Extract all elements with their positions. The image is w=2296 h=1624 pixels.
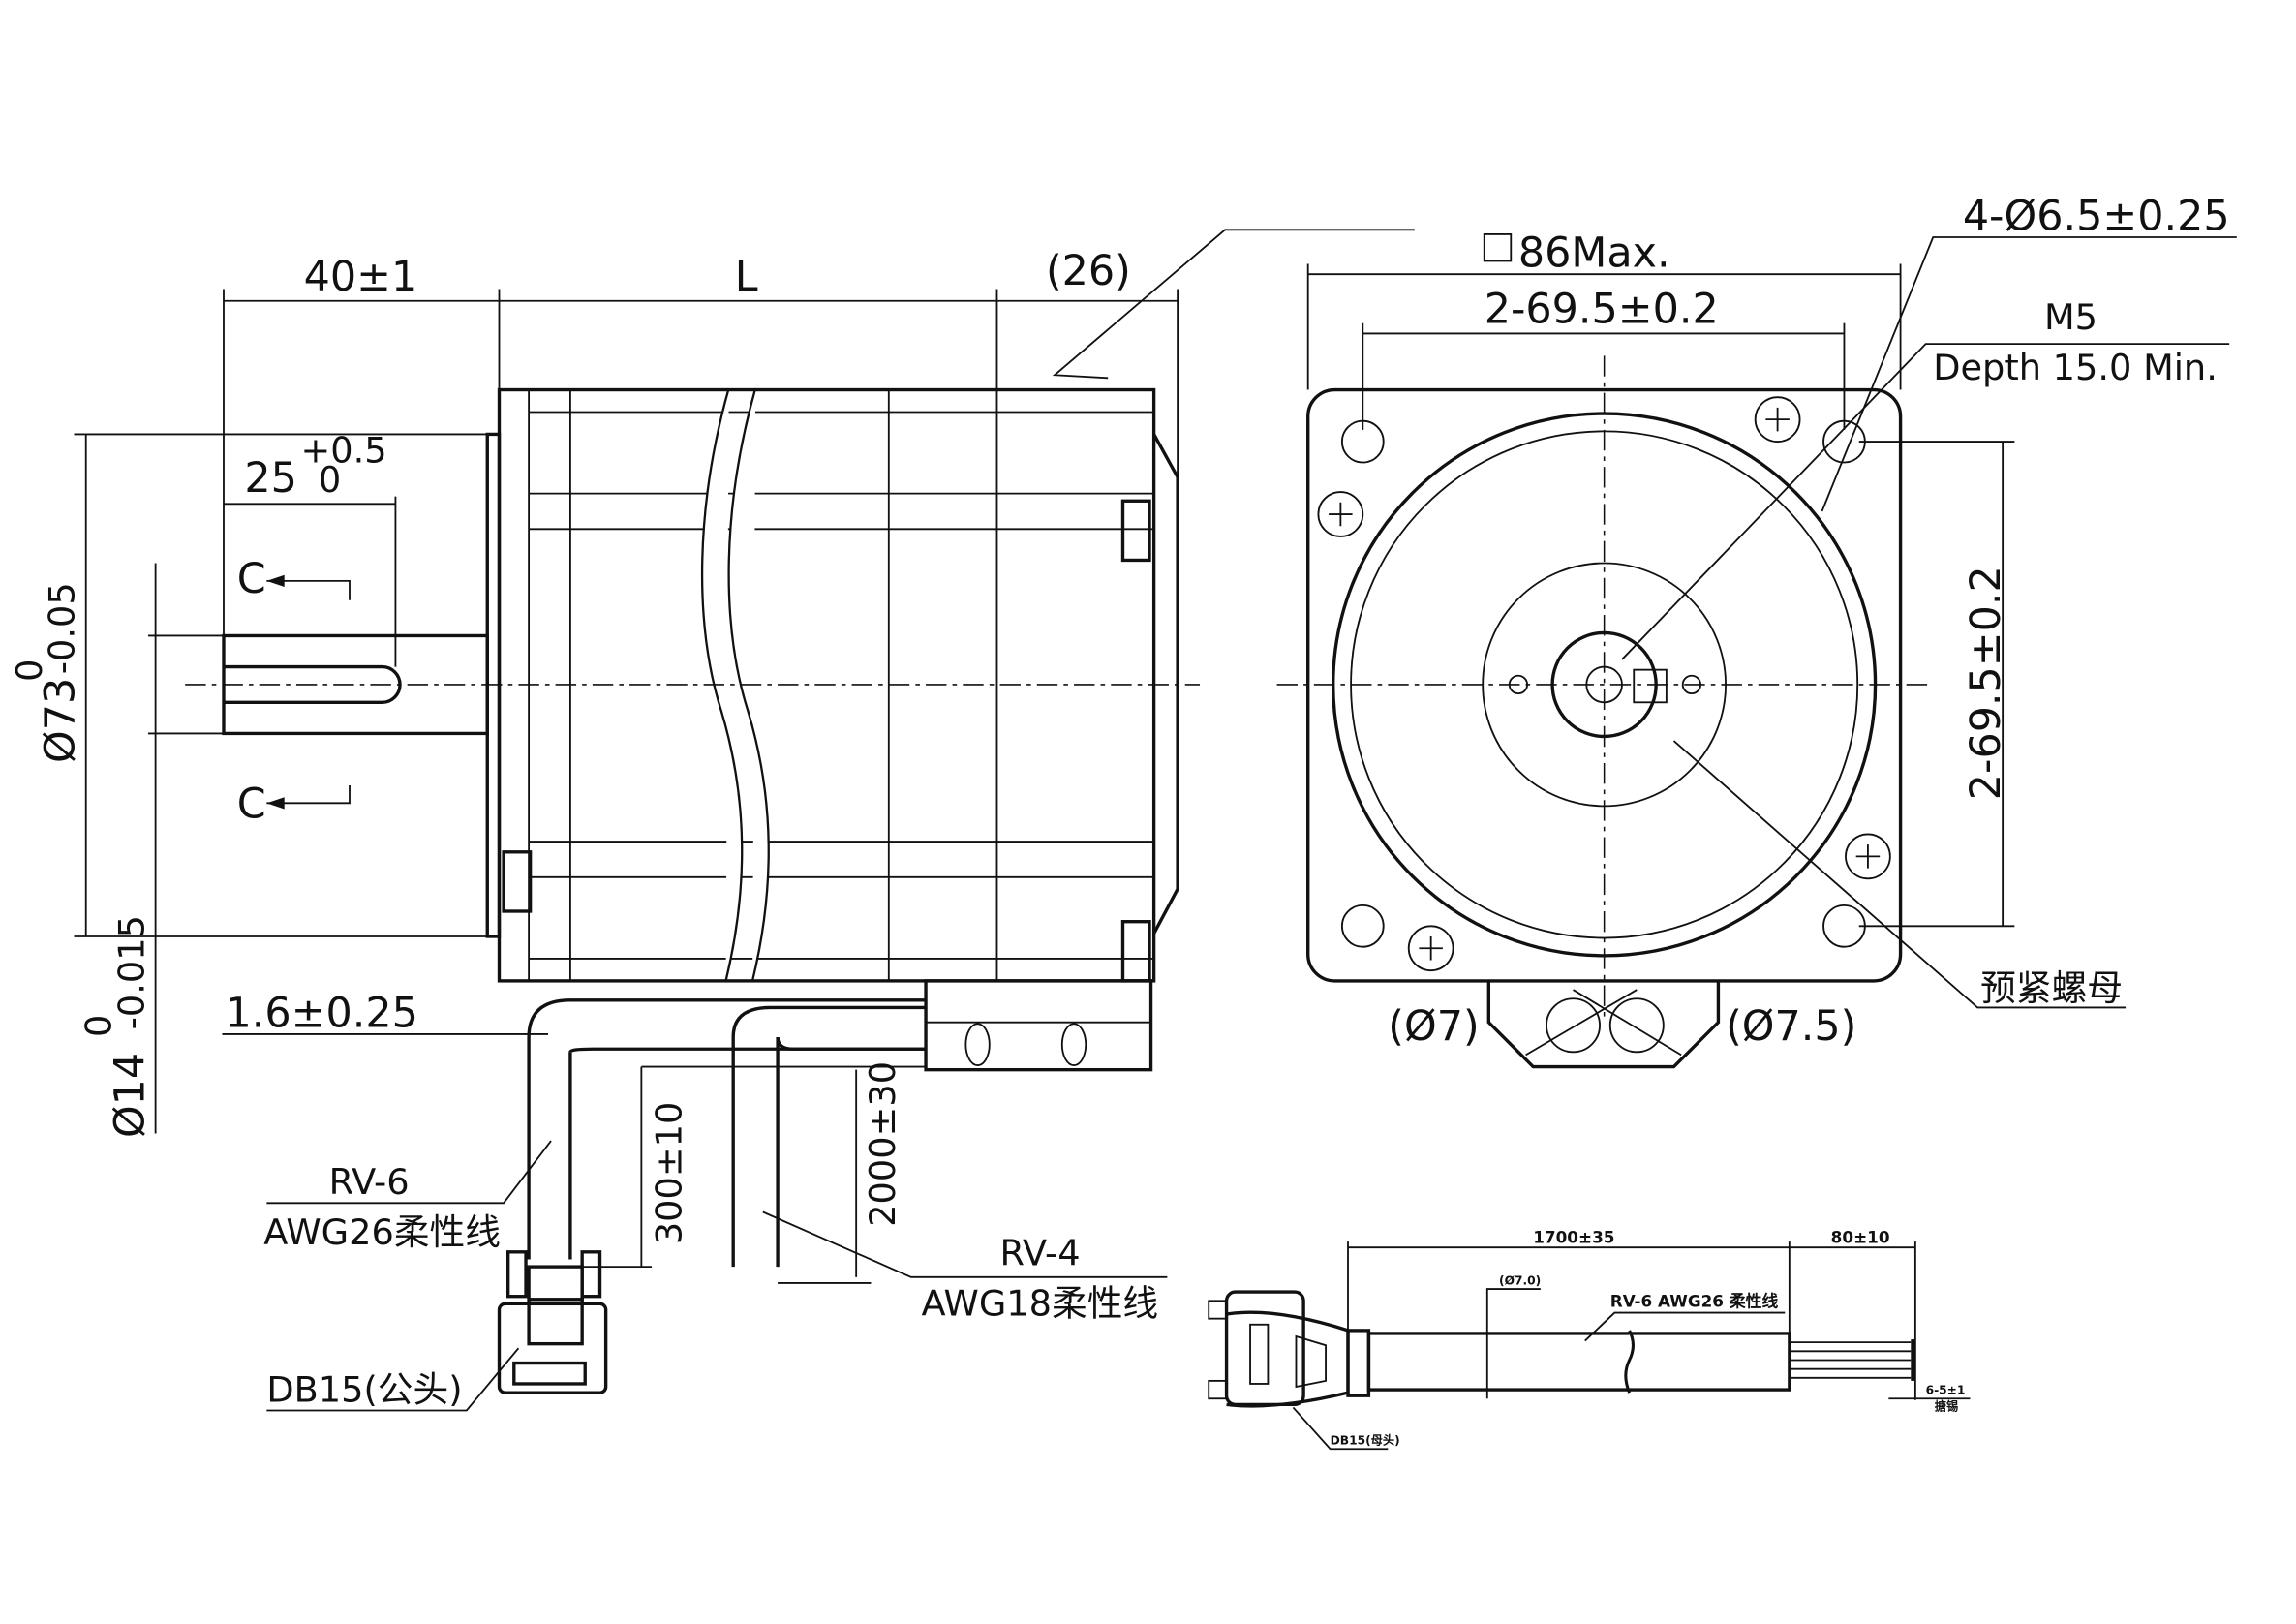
- cable-length-dim: 1700±35: [1533, 1228, 1614, 1247]
- flange-tol-lower: -0.05: [41, 582, 82, 674]
- connector-label: DB15(公头): [266, 1368, 462, 1410]
- section-label-bottom: C: [237, 781, 266, 829]
- key-tol-upper: +0.5: [301, 429, 387, 471]
- gland-right-dia: (Ø7.5): [1726, 1002, 1856, 1051]
- thread-label: M5: [2044, 296, 2097, 338]
- tin-label: 搪锡: [1935, 1398, 1958, 1413]
- cable1-spec: AWG26柔性线: [263, 1211, 501, 1253]
- section-label-top: C: [237, 555, 266, 603]
- lock-nut-label: 预紧螺母: [1980, 967, 2123, 1009]
- flange-dia-dim: Ø73: [36, 678, 84, 763]
- mount-holes-dim: 4-Ø6.5±0.25: [1963, 192, 2230, 240]
- strip-length-dim: 80±10: [1831, 1228, 1890, 1247]
- screw-icons: [1317, 396, 1891, 972]
- cable-drawing: 1700±35 80±10 (Ø7.0) RV-6 AWG26 柔性线 6-5±…: [1208, 1228, 1971, 1451]
- side-view: C C 40±1 L (26) 25 +0.5 0 Ø73 0 -0.05 Ø1…: [9, 229, 1415, 1412]
- db15-female-connector: [1224, 1290, 1305, 1407]
- gland-block: [924, 979, 1153, 1072]
- cable1-length-dim: 300±10: [649, 1102, 690, 1245]
- cable2-spec: AWG18柔性线: [921, 1283, 1158, 1325]
- hole-pitch-h: 2-69.5±0.2: [1485, 286, 1719, 334]
- thread-depth-label: Depth 15.0 Min.: [1933, 347, 2218, 388]
- cable1-type: RV-6: [329, 1161, 410, 1203]
- db15-male-connector: [497, 1302, 608, 1394]
- cable2-type: RV-4: [1000, 1233, 1081, 1274]
- body-length-dim: L: [735, 253, 758, 301]
- cable-jacket: [1366, 1332, 1791, 1392]
- gland-left-dia: (Ø7): [1388, 1002, 1479, 1051]
- square-size-dim: 86Max.: [1518, 230, 1670, 278]
- tin-length-dim: 6-5±1: [1926, 1384, 1966, 1397]
- square-symbol: [1483, 233, 1513, 262]
- shaft-dia-dim: Ø14: [106, 1053, 154, 1138]
- key-tol-lower: 0: [319, 459, 341, 501]
- shaft-tol-upper: 0: [78, 1015, 120, 1037]
- shaft-tol-lower: -0.015: [110, 915, 152, 1029]
- front-view: (Ø7) (Ø7.5) 86Max. 2-69.5±0.2 2-69.5±0.2…: [1276, 192, 2237, 1069]
- connector-female-label: DB15(母头): [1331, 1433, 1400, 1448]
- key-length-dim: 25: [244, 454, 297, 503]
- cable-dia-dim: (Ø7.0): [1499, 1273, 1541, 1287]
- cable2-length-dim: 2000±30: [862, 1061, 903, 1227]
- rear-length-dim: (26): [1046, 247, 1131, 295]
- cable-label: RV-6 AWG26 柔性线: [1610, 1291, 1779, 1310]
- flange-tol-upper: 0: [9, 659, 50, 682]
- shaft-length-dim: 40±1: [304, 253, 418, 301]
- hole-pitch-v: 2-69.5±0.2: [1962, 566, 2010, 800]
- flange-thickness-dim: 1.6±0.25: [226, 989, 418, 1037]
